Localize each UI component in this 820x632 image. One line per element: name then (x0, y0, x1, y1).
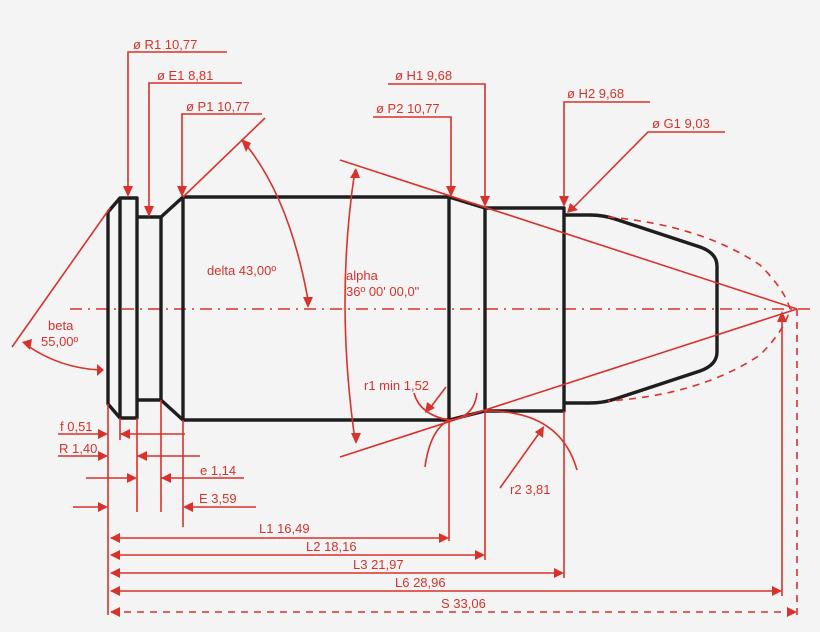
r1-leader (429, 386, 447, 409)
angle-delta-label: delta 43,00º (207, 263, 276, 278)
base-e-label: e 1,14 (200, 463, 236, 478)
diameter-r1-label: ø R1 10,77 (133, 37, 197, 52)
r2-leader (499, 431, 541, 489)
length-dimensions (110, 533, 797, 617)
beta-arc (27, 345, 101, 371)
diameter-p2-label: ø P2 10,77 (376, 101, 440, 116)
base-f-label: f 0,51 (60, 419, 93, 434)
diameter-g1-label: ø G1 9,03 (652, 116, 710, 131)
base-r-label: R 1,40 (59, 441, 97, 456)
radius-r2-label: r2 3,81 (510, 482, 550, 497)
diameter-h2-label: ø H2 9,68 (567, 86, 624, 101)
alpha-line-top (339, 159, 798, 310)
alpha-arc (344, 169, 356, 441)
r1-lower-arc (424, 419, 450, 468)
angle-beta-value: 55,00º (41, 334, 79, 349)
ogive-profile (607, 216, 791, 402)
length-l3-label: L3 21,97 (353, 557, 404, 572)
length-l6-label: L6 28,96 (395, 575, 446, 590)
angle-alpha-value: 36º 00' 00,0" (346, 284, 420, 299)
length-l2-label: L2 18,16 (306, 539, 357, 554)
length-s-label: S 33,06 (441, 596, 486, 611)
diameter-e1-label: ø E1 8,81 (157, 68, 213, 83)
diameter-leaders (123, 51, 725, 217)
beta-line (11, 207, 111, 348)
extension-lines (107, 309, 798, 615)
diameter-p1-label: ø P1 10,77 (186, 99, 250, 114)
base-E-label: E 3,59 (199, 491, 237, 506)
angle-beta-name: beta (48, 318, 74, 333)
delta-line (182, 117, 266, 198)
alpha-line-bottom (339, 308, 798, 458)
angle-alpha-name: alpha (346, 268, 379, 283)
radius-r1-label: r1 min 1,52 (364, 378, 429, 393)
diameter-h1-label: ø H1 9,68 (395, 68, 452, 83)
r2-arc (484, 410, 578, 471)
base-dimensions (58, 429, 256, 512)
delta-arc (246, 145, 309, 301)
length-l1-label: L1 16,49 (259, 521, 310, 536)
